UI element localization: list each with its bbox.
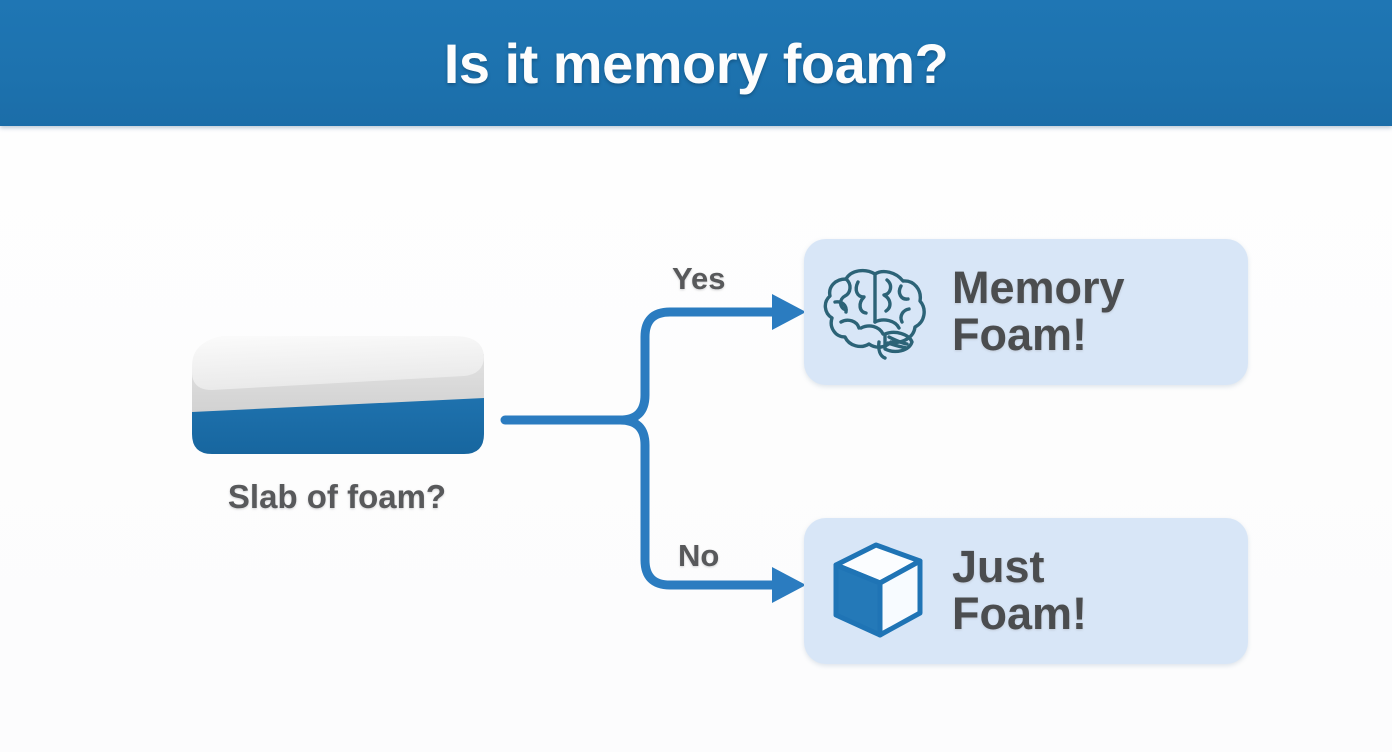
outcome-card-just-foam[interactable]: Just Foam! <box>804 518 1248 664</box>
slab-label: Slab of foam? <box>227 478 447 515</box>
card-text-just-foam: Just Foam! <box>952 541 1248 639</box>
slab-layer-top <box>192 336 484 390</box>
outcome-card-memory-foam[interactable]: Memory Foam! <box>804 239 1248 385</box>
card-text-line-2: Foam! <box>952 309 1087 360</box>
connector-no <box>615 415 780 590</box>
connector-yes <box>615 307 780 425</box>
flow-canvas: Yes No <box>0 126 1392 752</box>
card-icon-slot <box>804 264 952 360</box>
cube-icon <box>833 542 923 638</box>
branch-label-yes: Yes <box>672 261 726 296</box>
foam-slab-node[interactable]: Slab of foam? <box>182 328 492 518</box>
brain-icon <box>823 268 926 360</box>
header-band: Is it memory foam? <box>0 0 1392 126</box>
page-title: Is it memory foam? <box>443 31 949 95</box>
card-text-line-1: Memory <box>952 262 1125 314</box>
arrowhead-yes <box>772 294 806 330</box>
card-icon-slot <box>804 539 952 643</box>
card-text-memory-foam: Memory Foam! <box>952 262 1248 360</box>
branch-label-no: No <box>678 538 720 573</box>
card-text-line-2: Foam! <box>952 588 1087 639</box>
cube-face-right <box>877 558 923 638</box>
flow-connectors <box>500 294 806 603</box>
foam-slab-icon <box>192 336 484 454</box>
card-text-line-1: Just <box>952 541 1045 593</box>
arrowhead-no <box>772 567 806 603</box>
